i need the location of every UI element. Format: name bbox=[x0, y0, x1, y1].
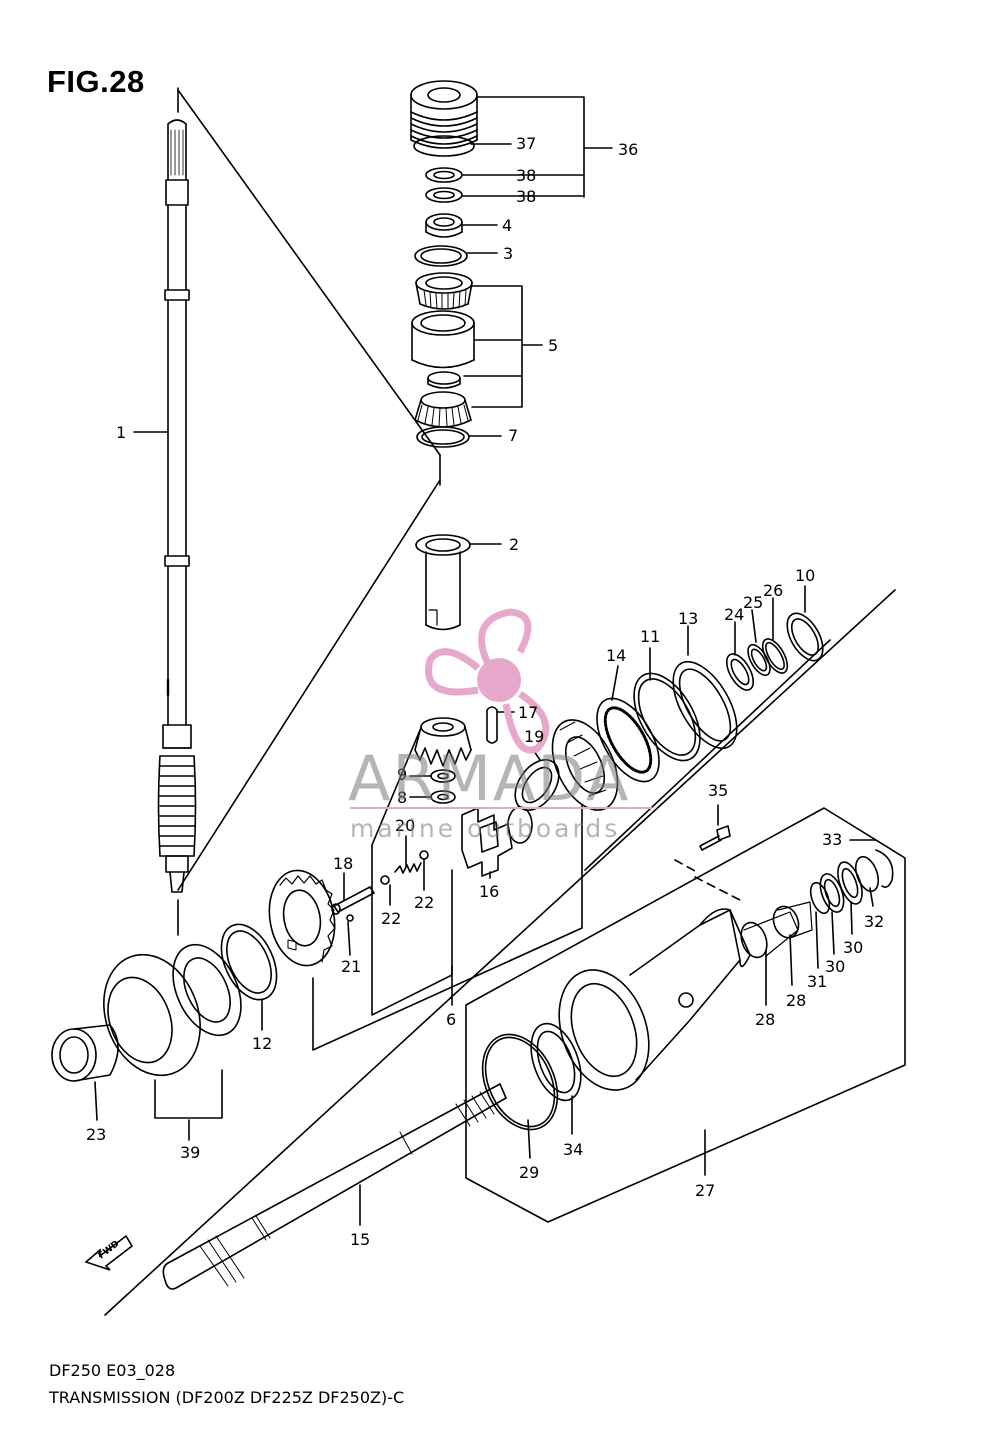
callout-24: 24 bbox=[724, 605, 744, 624]
ring-7 bbox=[416, 426, 470, 448]
propeller-shaft-15 bbox=[162, 1083, 507, 1290]
diagram-code: DF250 E03_028 bbox=[49, 1361, 176, 1380]
callout-22a: 22 bbox=[381, 909, 401, 928]
needle-bearing-28a bbox=[740, 921, 768, 959]
watermark-name: ARMADA bbox=[348, 742, 631, 815]
watermark-subtitle: marine outboards bbox=[350, 814, 621, 843]
bolt-35 bbox=[699, 825, 731, 851]
callout-16: 16 bbox=[479, 882, 499, 901]
callout-34: 34 bbox=[563, 1140, 583, 1159]
drive-shaft bbox=[157, 119, 197, 893]
callout-19: 19 bbox=[524, 727, 544, 746]
ring-10 bbox=[786, 612, 824, 662]
callout-9: 9 bbox=[397, 765, 407, 784]
callout-39: 39 bbox=[180, 1143, 200, 1162]
sleeve-2 bbox=[415, 534, 471, 631]
seal-30b bbox=[837, 861, 863, 905]
callout-11: 11 bbox=[640, 627, 660, 646]
callout-22b: 22 bbox=[414, 893, 434, 912]
shim-3 bbox=[414, 245, 468, 267]
clutch-dog-16 bbox=[461, 806, 533, 877]
callout-26: 26 bbox=[763, 581, 783, 600]
shift-plunger-18 bbox=[331, 886, 375, 915]
diagram-title: TRANSMISSION (DF200Z DF225Z DF250Z)-C bbox=[49, 1388, 405, 1407]
callout-1: 1 bbox=[116, 423, 126, 442]
group-outline-6 bbox=[312, 804, 583, 1051]
shim-13 bbox=[672, 660, 738, 750]
callout-30b: 30 bbox=[843, 938, 863, 957]
reverse-gear-21 bbox=[268, 869, 336, 967]
callout-12: 12 bbox=[252, 1034, 272, 1053]
callout-labels: 1 2 3 4 5 6 7 8 9 10 11 12 13 14 15 16 1… bbox=[86, 134, 884, 1249]
callout-38b: 38 bbox=[516, 187, 536, 206]
circlip-33 bbox=[875, 849, 894, 888]
ring-26 bbox=[761, 638, 789, 674]
seal-31 bbox=[809, 881, 831, 915]
callout-31: 31 bbox=[807, 972, 827, 991]
callout-13: 13 bbox=[678, 609, 698, 628]
ring-25 bbox=[747, 643, 771, 677]
callout-5: 5 bbox=[548, 336, 558, 355]
callout-18: 18 bbox=[333, 854, 353, 873]
figure-title: FIG.28 bbox=[47, 64, 145, 99]
callout-30a: 30 bbox=[825, 957, 845, 976]
washer-11 bbox=[633, 672, 701, 762]
callout-33: 33 bbox=[822, 830, 842, 849]
bearing-34 bbox=[530, 1022, 582, 1102]
callout-14: 14 bbox=[606, 646, 626, 665]
callout-20: 20 bbox=[395, 816, 415, 835]
callout-27: 27 bbox=[695, 1181, 715, 1200]
callout-8: 8 bbox=[397, 788, 407, 807]
ball-22a bbox=[380, 875, 390, 885]
callout-6: 6 bbox=[446, 1010, 456, 1029]
callout-36: 36 bbox=[618, 140, 638, 159]
callout-38a: 38 bbox=[516, 166, 536, 185]
callout-3: 3 bbox=[503, 244, 513, 263]
callout-2: 2 bbox=[509, 535, 519, 554]
callout-37: 37 bbox=[516, 134, 536, 153]
ring-24 bbox=[725, 653, 755, 691]
shim-12 bbox=[220, 923, 278, 1001]
callout-29: 29 bbox=[519, 1163, 539, 1182]
callout-15: 15 bbox=[350, 1230, 370, 1249]
callout-35: 35 bbox=[708, 781, 728, 800]
callout-28a: 28 bbox=[755, 1010, 775, 1029]
callout-21: 21 bbox=[341, 957, 361, 976]
callout-32: 32 bbox=[864, 912, 884, 931]
ball-22b bbox=[419, 850, 429, 860]
callout-23: 23 bbox=[86, 1125, 106, 1144]
fwd-arrow-icon: FWD bbox=[84, 1234, 134, 1271]
callout-17: 17 bbox=[518, 703, 538, 722]
callout-28b: 28 bbox=[786, 991, 806, 1010]
bearing-39 bbox=[103, 943, 242, 1077]
callout-25: 25 bbox=[743, 593, 763, 612]
callout-10: 10 bbox=[795, 566, 815, 585]
taper-bearing-5 bbox=[411, 272, 475, 428]
group-outline-27 bbox=[465, 807, 906, 1223]
callout-4: 4 bbox=[502, 216, 512, 235]
sleeve-23 bbox=[51, 1024, 119, 1082]
spring-20 bbox=[394, 862, 422, 874]
o-ring-29 bbox=[481, 1033, 559, 1131]
bearing-4 bbox=[425, 213, 463, 238]
watermark-logo bbox=[425, 608, 550, 754]
bearing-housing-36 bbox=[410, 80, 478, 203]
callout-7: 7 bbox=[508, 426, 518, 445]
pin-17 bbox=[486, 706, 498, 744]
ring-32 bbox=[854, 855, 880, 893]
